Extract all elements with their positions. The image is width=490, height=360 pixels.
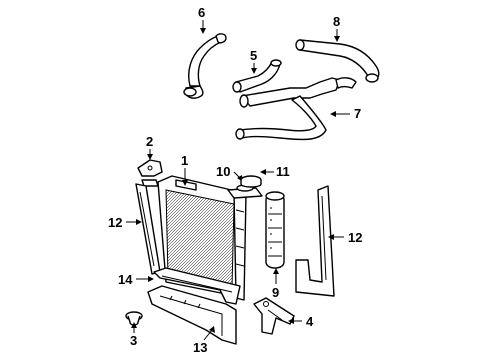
- callout-2: 2: [146, 134, 153, 149]
- callout-10-group: 10: [216, 164, 243, 182]
- mount-part-3: [125, 311, 143, 326]
- hose-upper-part-6: [183, 33, 227, 99]
- callout-12-left: 12: [108, 215, 122, 230]
- callout-8-group: 8: [333, 14, 340, 42]
- callout-7: 7: [354, 106, 361, 121]
- air-baffle-right-part-12: [295, 185, 335, 297]
- callout-1: 1: [181, 153, 188, 168]
- callout-6: 6: [198, 5, 205, 20]
- bracket-lower-part-4: [253, 297, 295, 335]
- callout-3-group: 3: [130, 322, 137, 348]
- callout-6-group: 6: [198, 5, 206, 34]
- radiator-part-1: [157, 175, 247, 301]
- hose-lower-part-7: [235, 77, 357, 141]
- callout-5: 5: [250, 48, 257, 63]
- callout-7-group: 7: [330, 106, 361, 121]
- callout-14-group: 14: [118, 272, 154, 287]
- callout-12-right: 12: [348, 230, 362, 245]
- callout-1-group: 1: [181, 153, 188, 186]
- radiator-cap-part-11: [240, 175, 262, 188]
- callout-9: 9: [272, 285, 279, 300]
- callout-13-group: 13: [193, 326, 215, 355]
- hose-bypass-part-8: [295, 39, 380, 83]
- hose-heater-part-5: [232, 59, 282, 93]
- callout-11: 11: [276, 164, 290, 179]
- callout-5-group: 5: [250, 48, 257, 74]
- lower-air-duct-part-14: [153, 267, 241, 305]
- callout-14: 14: [118, 272, 133, 287]
- callout-12b-group: 12: [328, 230, 362, 245]
- callout-4-group: 4: [288, 314, 314, 329]
- callout-12a-group: 12: [108, 215, 142, 230]
- callout-13: 13: [193, 340, 207, 355]
- callout-9-group: 9: [272, 268, 279, 300]
- callout-8: 8: [333, 14, 340, 29]
- callout-10: 10: [216, 164, 230, 179]
- expansion-tank-part-9: [265, 191, 285, 269]
- callout-2-group: 2: [146, 134, 153, 160]
- callout-4: 4: [306, 314, 314, 329]
- callout-11-group: 11: [260, 164, 290, 179]
- air-baffle-left-part-12: [135, 183, 161, 275]
- callout-3: 3: [130, 333, 137, 348]
